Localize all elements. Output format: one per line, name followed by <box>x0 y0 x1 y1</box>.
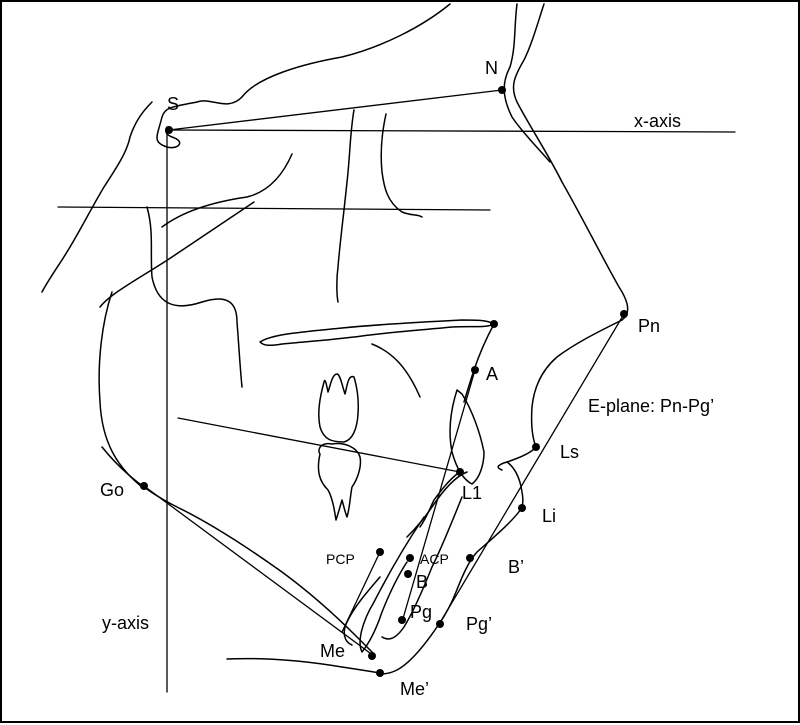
occlusal-plane-line <box>177 417 461 473</box>
label-pg-soft: Pg’ <box>466 614 492 634</box>
label-e-plane: E-plane: Pn-Pg’ <box>588 396 714 416</box>
landmark-points <box>140 86 628 677</box>
point-n <box>498 86 506 94</box>
label-li: Li <box>542 506 556 526</box>
label-a: A <box>486 364 498 384</box>
submental-soft-tissue <box>226 657 381 674</box>
ramus-posterior-border <box>98 291 143 488</box>
pterygoid-contour <box>99 201 255 308</box>
teeth <box>317 373 485 653</box>
x-axis-line <box>168 129 736 133</box>
label-me-soft: Me’ <box>400 679 429 699</box>
pcp-line <box>341 551 381 633</box>
soft-tissue-profile <box>377 319 623 675</box>
s-n-line <box>168 89 503 131</box>
a-pg-line <box>401 369 476 623</box>
symphysis-inner <box>343 576 381 646</box>
point-pcp <box>376 548 384 556</box>
point-acp <box>406 554 414 562</box>
label-s: S <box>167 94 179 114</box>
point-pg-soft <box>436 620 444 628</box>
label-me: Me <box>320 641 345 661</box>
label-pg: Pg <box>410 602 432 622</box>
soft-tissue-forehead-nose <box>512 3 629 321</box>
symphysis-posterior <box>359 516 425 653</box>
point-a <box>471 366 479 374</box>
lower-incisor-lingual <box>419 473 458 528</box>
orbit-anterior-line <box>380 113 423 218</box>
upper-molar <box>318 373 359 443</box>
label-b: B <box>416 572 428 592</box>
label-n: N <box>485 58 498 78</box>
point-pg <box>398 616 406 624</box>
e-plane-line <box>437 313 625 627</box>
point-s <box>165 126 173 134</box>
point-go <box>140 482 148 490</box>
label-go: Go <box>100 480 124 500</box>
reference-lines <box>57 89 736 693</box>
label-x-axis: x-axis <box>634 111 681 131</box>
frankfort-horizontal-line <box>57 206 491 211</box>
lip-contour <box>497 461 508 471</box>
zygomatic-contour <box>161 153 293 228</box>
orbit-posterior-line <box>336 109 355 303</box>
label-acp: ACP <box>420 551 449 567</box>
lower-molar <box>317 442 362 521</box>
point-ls <box>532 443 540 451</box>
point-li <box>518 504 526 512</box>
label-ls: Ls <box>560 442 579 462</box>
point-me <box>368 652 376 660</box>
point-a-top <box>490 320 498 328</box>
ramus-notch-contour <box>146 206 243 388</box>
point-me-soft <box>376 669 384 677</box>
label-pcp: PCP <box>326 551 355 567</box>
label-pn: Pn <box>638 316 660 336</box>
point-b <box>404 570 412 578</box>
upper-incisor <box>449 389 485 485</box>
occipital-contour <box>41 101 153 293</box>
point-l1 <box>456 468 464 476</box>
label-y-axis: y-axis <box>102 613 149 633</box>
label-l1: L1 <box>462 483 482 503</box>
cranial-base-line <box>156 3 451 149</box>
mandibular-plane-line <box>143 485 375 657</box>
frontal-bone-contour <box>503 3 551 163</box>
point-b-soft <box>466 554 474 562</box>
lower-incisor-labial <box>406 471 468 538</box>
palatal-plane <box>259 319 495 347</box>
maxilla-contour <box>371 343 421 398</box>
skull-outline <box>41 3 629 488</box>
point-pn <box>620 310 628 318</box>
symphysis-anterior <box>381 496 463 640</box>
landmark-labels: S N Pn A Ls L1 Li Go PCP ACP B B’ Pg Pg’… <box>100 58 714 699</box>
lower-face-soft-tissue <box>377 319 623 675</box>
label-b-soft: B’ <box>508 557 524 577</box>
